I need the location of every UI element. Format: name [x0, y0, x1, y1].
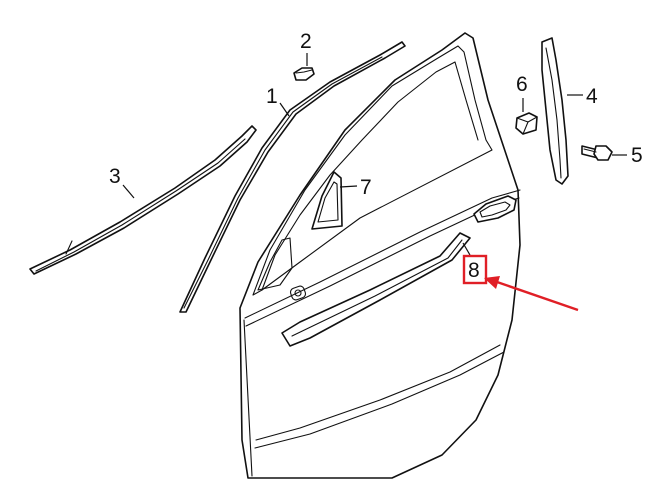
callout-1: 1	[266, 85, 278, 108]
leader-lines	[122, 53, 627, 256]
side-moulding-part-8	[281, 232, 471, 347]
clip-part-2	[293, 67, 315, 81]
callout-2: 2	[300, 30, 312, 53]
belt-strip-part-3	[29, 125, 257, 275]
callout-labels: 1 2 3 4 5 6 7 8	[109, 30, 643, 282]
clip-part-6	[515, 112, 538, 135]
red-arrow-head	[484, 276, 500, 289]
callout-3: 3	[109, 165, 121, 188]
corner-trim-part-7	[311, 171, 343, 230]
highlight-callout-8	[462, 254, 579, 312]
drip-moulding-part-1	[179, 41, 406, 313]
pillar-applique-part-4	[541, 37, 569, 185]
callout-4: 4	[586, 85, 598, 108]
door-handle	[473, 195, 517, 223]
bolt-part-5	[581, 145, 613, 161]
callout-5: 5	[631, 144, 643, 167]
highlight-box	[462, 254, 488, 285]
callout-6: 6	[516, 73, 528, 96]
red-arrow-shaft	[496, 280, 579, 312]
front-door-shell	[239, 32, 521, 479]
callout-7: 7	[360, 176, 372, 199]
callout-8: 8	[468, 259, 480, 282]
